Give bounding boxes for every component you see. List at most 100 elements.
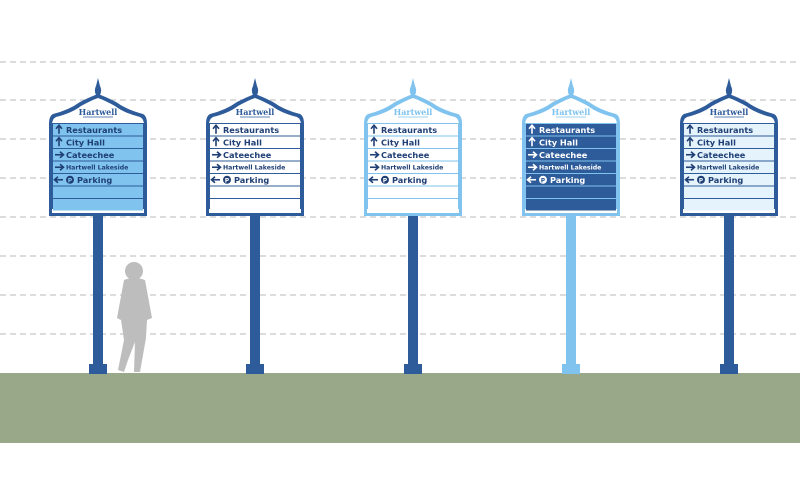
arrow-left-icon	[53, 176, 63, 184]
message-row	[684, 149, 774, 161]
arrow-right-icon	[370, 163, 380, 171]
message-row	[526, 136, 616, 148]
message-row	[368, 174, 458, 186]
direction-label: Restaurants	[66, 125, 122, 135]
arrow-right-icon	[212, 151, 222, 159]
direction-label: Cateechee	[697, 150, 746, 160]
svg-text:P: P	[68, 177, 73, 184]
sign-pole-base	[89, 364, 107, 374]
arrow-left-icon	[526, 176, 536, 184]
message-row	[210, 124, 300, 136]
direction-label: Cateechee	[223, 150, 272, 160]
message-row	[368, 136, 458, 148]
message-row	[368, 186, 458, 198]
direction-label: Restaurants	[539, 125, 595, 135]
message-row	[684, 199, 774, 211]
finial	[725, 78, 733, 98]
person-silhouette	[117, 262, 152, 372]
direction-label: Hartwell Lakeside	[66, 164, 128, 171]
message-row	[210, 186, 300, 198]
arrow-left-icon	[210, 176, 220, 184]
svg-text:P: P	[541, 177, 546, 184]
message-row	[210, 136, 300, 148]
sign-pole	[408, 216, 418, 368]
message-row	[53, 149, 143, 161]
message-row	[526, 186, 616, 198]
message-row	[526, 124, 616, 136]
message-row	[210, 149, 300, 161]
message-row	[53, 186, 143, 198]
arrow-right-icon	[370, 151, 380, 159]
parking-icon: P	[539, 175, 547, 184]
message-row	[526, 149, 616, 161]
sign-pole-base	[720, 364, 738, 374]
message-row	[368, 161, 458, 173]
arrow-right-icon	[686, 163, 696, 171]
parking-icon: P	[223, 175, 231, 184]
direction-label: City Hall	[539, 137, 578, 147]
direction-label: Cateechee	[539, 150, 588, 160]
message-row	[53, 174, 143, 186]
sign-pole-base	[404, 364, 422, 374]
message-row	[684, 186, 774, 198]
direction-label: Parking	[234, 175, 269, 185]
arrow-right-icon	[55, 163, 65, 171]
message-row	[368, 124, 458, 136]
arrow-up-icon	[55, 136, 63, 147]
finial	[94, 78, 102, 98]
arrow-up-icon	[686, 136, 694, 147]
finial	[409, 78, 417, 98]
direction-label: Restaurants	[223, 125, 279, 135]
direction-label: Hartwell Lakeside	[223, 164, 285, 171]
direction-label: Restaurants	[381, 125, 437, 135]
message-row	[684, 174, 774, 186]
arrow-up-icon	[212, 136, 220, 147]
message-row	[684, 136, 774, 148]
finial	[567, 78, 575, 98]
parking-icon: P	[697, 175, 705, 184]
svg-text:P: P	[699, 177, 704, 184]
direction-label: City Hall	[223, 137, 262, 147]
arrow-up-icon	[528, 136, 536, 147]
svg-text:P: P	[383, 177, 388, 184]
sign-pole	[93, 216, 103, 368]
message-row	[526, 199, 616, 211]
direction-label: Parking	[77, 175, 112, 185]
sign-pole	[566, 216, 576, 368]
direction-label: City Hall	[381, 137, 420, 147]
message-row	[684, 161, 774, 173]
arrow-up-icon	[370, 136, 378, 147]
arrow-up-icon	[212, 124, 220, 134]
message-row	[684, 124, 774, 136]
sign-pole-base	[562, 364, 580, 374]
arrow-right-icon	[55, 151, 65, 159]
brand-logo: Hartwell	[552, 107, 591, 117]
direction-label: City Hall	[697, 137, 736, 147]
arrow-left-icon	[368, 176, 378, 184]
message-row	[526, 161, 616, 173]
direction-label: Hartwell Lakeside	[381, 164, 443, 171]
arrow-up-icon	[686, 124, 694, 134]
message-row	[53, 199, 143, 211]
message-row	[368, 199, 458, 211]
arrow-up-icon	[370, 124, 378, 134]
arrow-up-icon	[55, 124, 63, 134]
direction-label: Parking	[550, 175, 585, 185]
sign-pole	[724, 216, 734, 368]
brand-logo: Hartwell	[236, 107, 275, 117]
brand-logo: Hartwell	[394, 107, 433, 117]
arrow-up-icon	[528, 124, 536, 134]
brand-logo: Hartwell	[710, 107, 749, 117]
message-row	[210, 174, 300, 186]
direction-label: Cateechee	[381, 150, 430, 160]
direction-label: Hartwell Lakeside	[697, 164, 759, 171]
brand-logo: Hartwell	[79, 107, 118, 117]
